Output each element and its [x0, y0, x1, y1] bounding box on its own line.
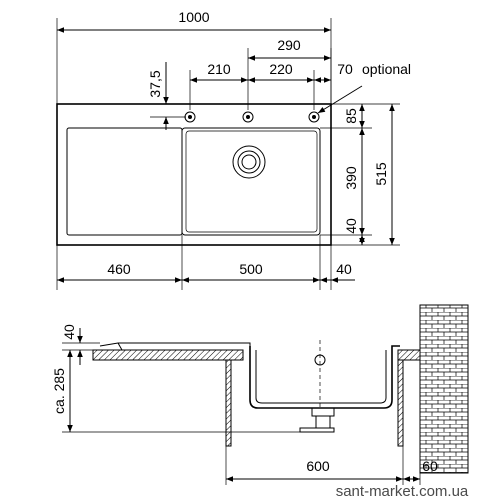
tap-span-label: 290 [277, 37, 301, 53]
optional-label: optional [362, 61, 411, 77]
overall-width-label: 1000 [178, 9, 209, 25]
bowl-depth-label: 390 [343, 166, 359, 190]
hole-depth-label: 37,5 [147, 70, 163, 97]
bowl-outline [181, 127, 321, 236]
tap-hole-icon [242, 111, 254, 123]
brick-wall [419, 304, 469, 474]
countertop [92, 349, 244, 361]
drain-icon [232, 145, 266, 179]
side-view: 40 ca. 285 600 60 [51, 304, 469, 485]
side-margin-label: 40 [336, 261, 352, 277]
bowl-inner [185, 130, 318, 233]
cabinet-width-label: 600 [306, 458, 330, 474]
front-margin-label: 40 [343, 218, 359, 234]
bowl-width-label: 500 [239, 261, 263, 277]
overflow-icon [314, 340, 326, 408]
overall-depth-label: 515 [373, 162, 389, 186]
optional-hole-icon [308, 111, 320, 123]
hole-spacing-2-label: 220 [269, 61, 293, 77]
rim-thickness-label: 40 [61, 324, 77, 340]
drainer-area [66, 127, 183, 236]
top-view: 1000 290 210 220 70 optional 37,5 85 [56, 9, 411, 290]
hole-spacing-1-label: 210 [207, 61, 231, 77]
countertop [397, 349, 421, 361]
cabinet-side [397, 359, 404, 447]
tap-hole-icon [184, 111, 196, 123]
drain-waste-icon [299, 407, 335, 433]
watermark: sant-market.com.ua [336, 483, 469, 500]
cabinet-side [225, 359, 232, 447]
back-margin-label: 85 [343, 108, 359, 124]
drainer-width-label: 460 [107, 261, 131, 277]
hole-offset-label: 70 [337, 61, 353, 77]
installation-depth-label: ca. 285 [51, 368, 67, 414]
sink-outline [56, 103, 332, 246]
wall-gap-label: 60 [422, 458, 438, 474]
